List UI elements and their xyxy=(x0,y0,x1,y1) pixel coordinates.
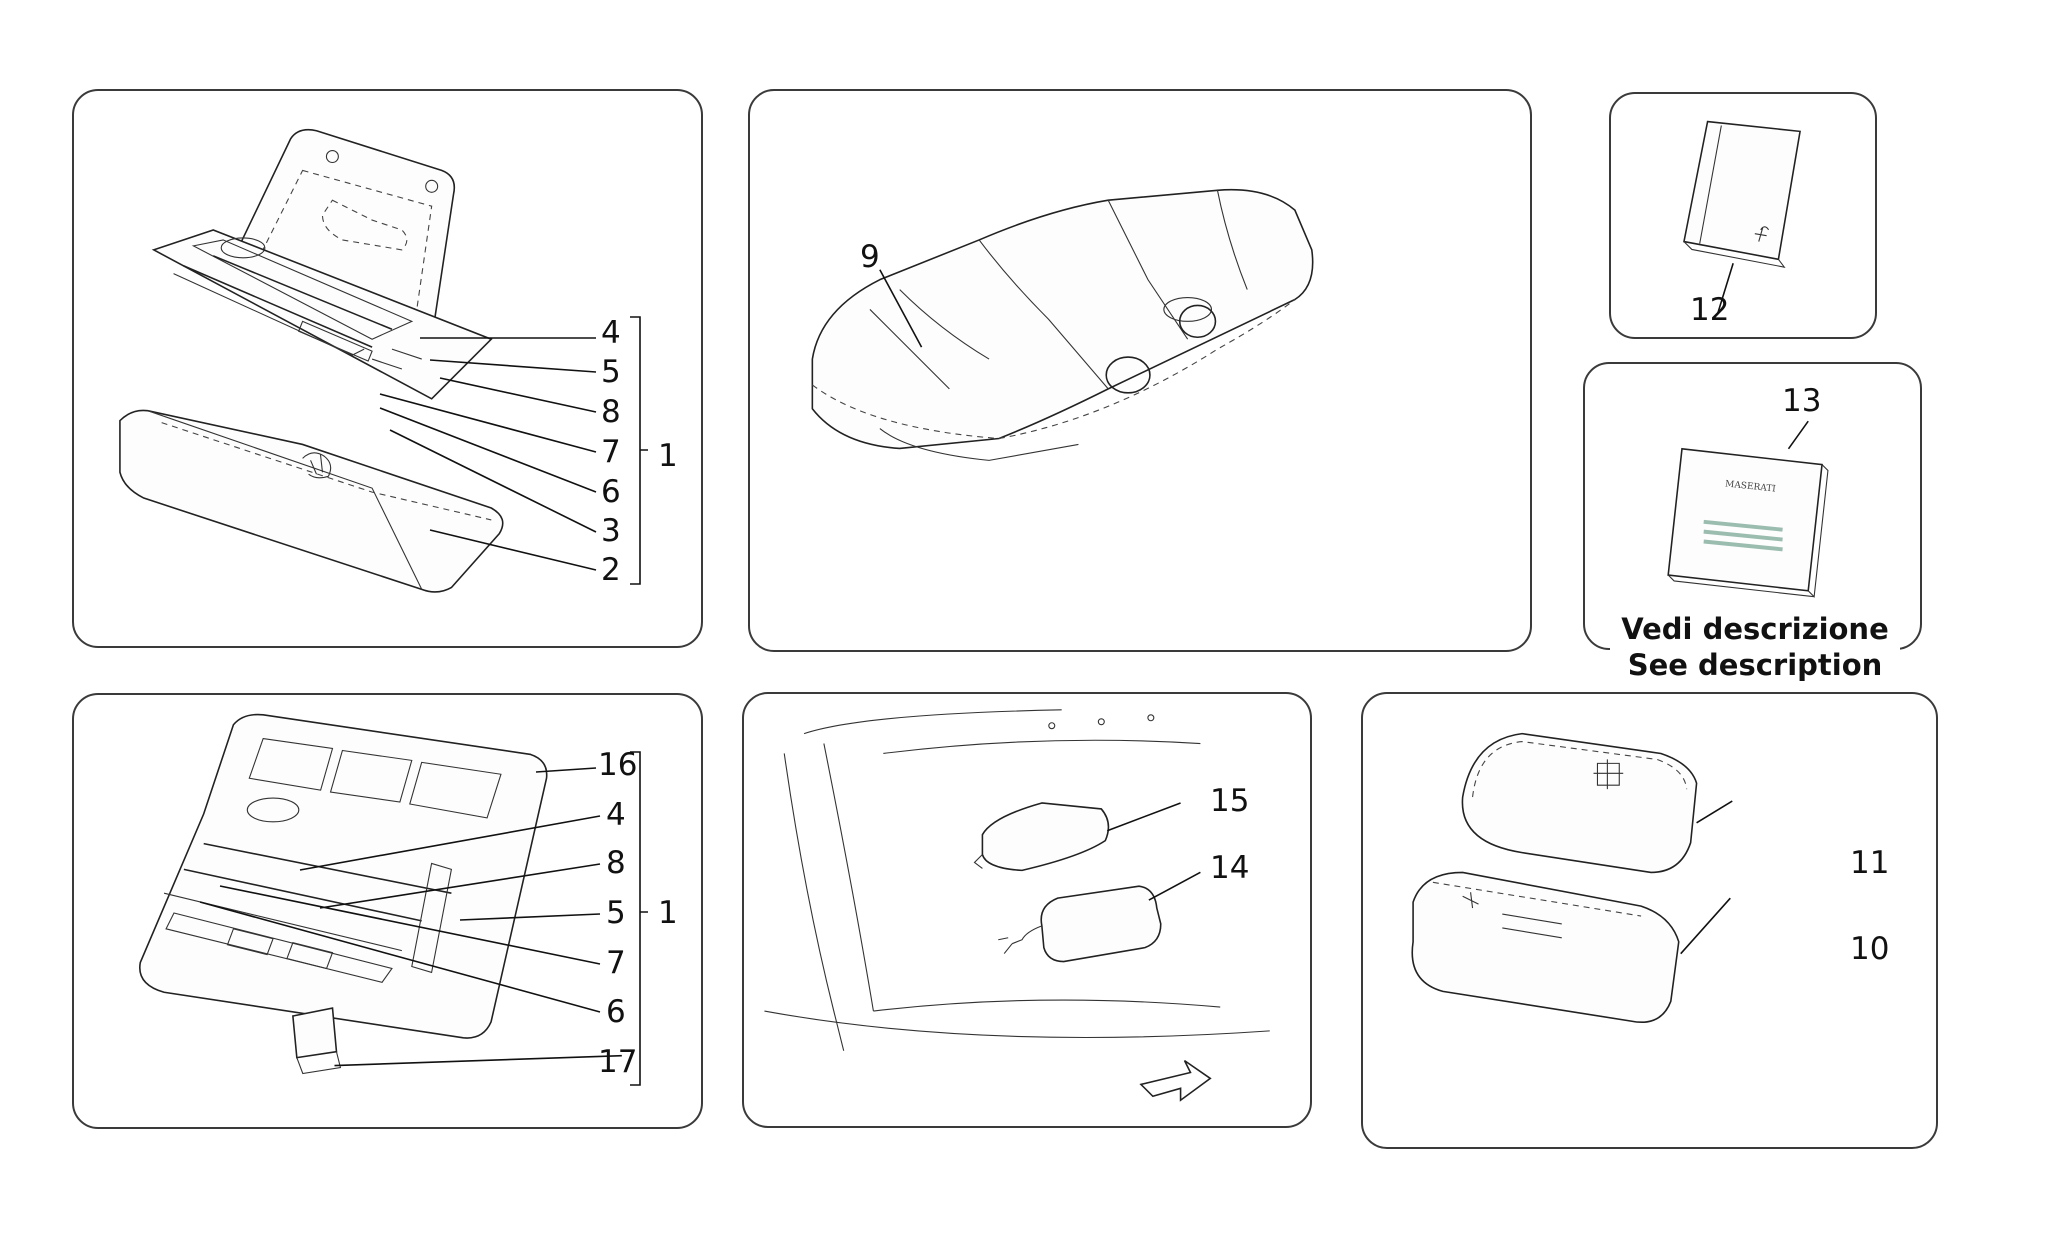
leader-15 xyxy=(1106,802,1181,832)
leader-10 xyxy=(1680,897,1731,955)
panel-booklet: MASERATI xyxy=(1583,362,1922,650)
callout-8: 8 xyxy=(601,394,621,430)
leader-9 xyxy=(879,269,923,348)
callout-1-group-b: 1 xyxy=(658,895,678,931)
callout-3: 3 xyxy=(601,513,621,549)
callout-12: 12 xyxy=(1690,292,1730,328)
leader-12 xyxy=(1716,262,1734,315)
callout-8: 8 xyxy=(606,845,626,881)
leader-13 xyxy=(1787,420,1809,450)
callout-9: 9 xyxy=(860,239,880,275)
callout-5: 5 xyxy=(601,354,621,390)
callout-1-group-a: 1 xyxy=(658,438,678,474)
panel-car-cover xyxy=(748,89,1532,652)
see-description-note: Vedi descrizione See description xyxy=(1610,611,1900,683)
callout-17: 17 xyxy=(598,1044,638,1080)
trunk-illustration xyxy=(764,709,1270,1102)
callout-11: 11 xyxy=(1850,845,1890,881)
first-aid-kits-illustration xyxy=(1411,732,1733,1023)
callout-10: 10 xyxy=(1850,931,1890,967)
panel-manual xyxy=(1609,92,1877,339)
callout-4: 4 xyxy=(606,797,626,833)
callout-16: 16 xyxy=(598,747,638,783)
leader-11 xyxy=(1696,800,1733,824)
panel-first-aid-kits xyxy=(1361,692,1938,1149)
callout-14: 14 xyxy=(1210,850,1250,886)
callout-2: 2 xyxy=(601,552,621,588)
car-cover-illustration xyxy=(811,188,1314,461)
booklet-illustration xyxy=(1667,420,1829,598)
callout-7: 7 xyxy=(606,945,626,981)
callout-7: 7 xyxy=(601,434,621,470)
callout-13: 13 xyxy=(1782,383,1822,419)
manual-illustration xyxy=(1683,120,1801,315)
note-line-italian: Vedi descrizione xyxy=(1621,612,1889,646)
note-line-english: See description xyxy=(1627,648,1883,682)
leader-14 xyxy=(1148,871,1201,901)
callout-6: 6 xyxy=(601,474,621,510)
callout-6: 6 xyxy=(606,994,626,1030)
callout-4: 4 xyxy=(601,315,621,351)
callout-15: 15 xyxy=(1210,783,1250,819)
leader-17 xyxy=(334,1054,622,1067)
callout-5: 5 xyxy=(606,895,626,931)
panel-trunk xyxy=(742,692,1312,1128)
